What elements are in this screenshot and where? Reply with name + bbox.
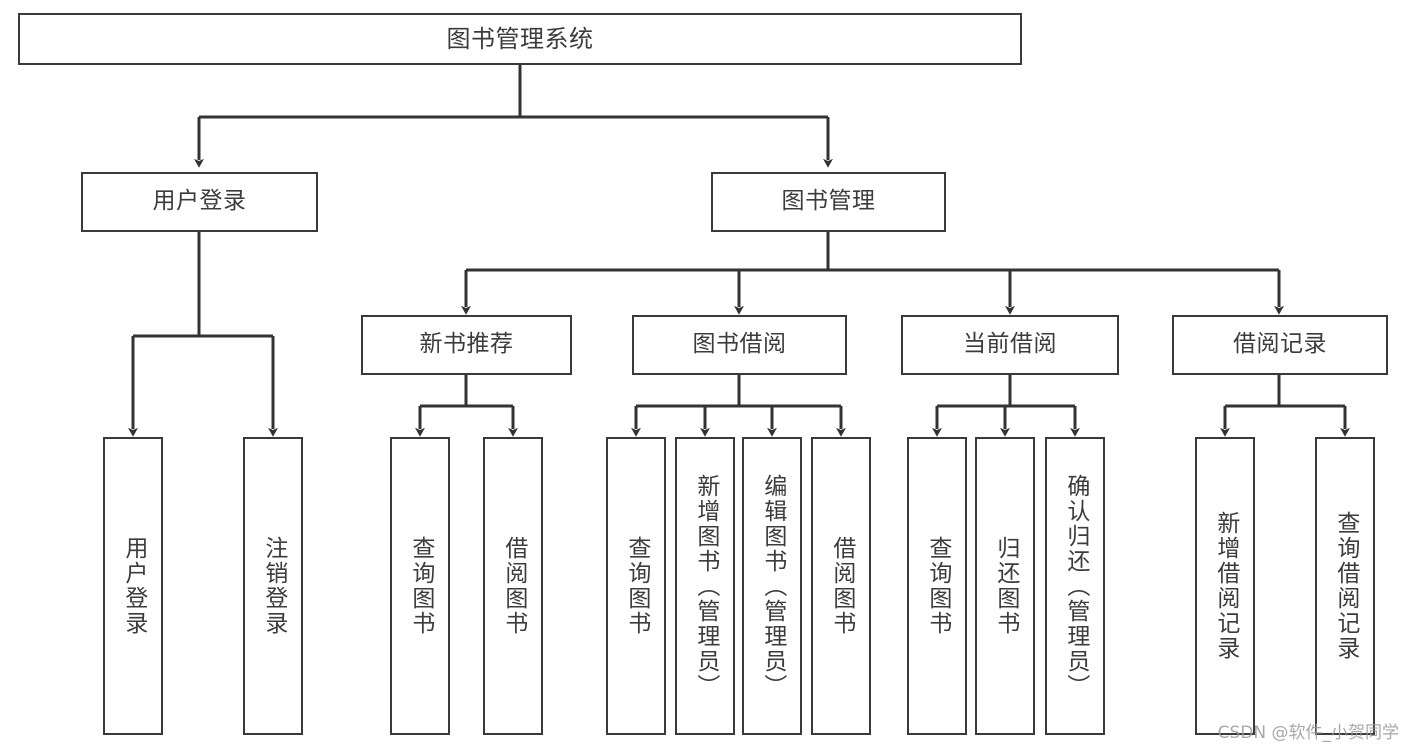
node-label: 查询图书 (623, 536, 650, 636)
node-label: 图书管理系统 (446, 24, 594, 53)
node-label: 借阅图书 (828, 536, 855, 636)
leaf-borrow-record-query[interactable]: 查询借阅记录 (1315, 437, 1375, 735)
node-book-borrow[interactable]: 图书借阅 (632, 315, 847, 375)
leaf-current-borrow-query[interactable]: 查询图书 (907, 437, 967, 735)
leaf-book-borrow-add[interactable]: 新增图书（管理员） (675, 437, 735, 735)
leaf-book-borrow-query[interactable]: 查询图书 (606, 437, 666, 735)
leaf-book-borrow-borrow[interactable]: 借阅图书 (811, 437, 871, 735)
node-label: 借阅图书 (500, 536, 527, 636)
node-label: 用户登录 (152, 188, 247, 215)
node-book-management[interactable]: 图书管理 (711, 172, 946, 232)
leaf-borrow-record-add[interactable]: 新增借阅记录 (1195, 437, 1255, 735)
node-label: 图书管理 (781, 188, 876, 215)
leaf-user-login-logout[interactable]: 注销登录 (243, 437, 303, 735)
node-label: 借阅记录 (1233, 331, 1327, 358)
leaf-user-login-login[interactable]: 用户登录 (103, 437, 163, 735)
node-label: 查询图书 (924, 536, 951, 636)
node-label: 编辑图书（管理员） (759, 473, 786, 699)
node-label: 查询图书 (407, 536, 434, 636)
leaf-book-borrow-edit[interactable]: 编辑图书（管理员） (742, 437, 802, 735)
node-label: 图书借阅 (692, 331, 787, 358)
leaf-current-borrow-return[interactable]: 归还图书 (975, 437, 1035, 735)
node-root-system[interactable]: 图书管理系统 (18, 13, 1022, 65)
leaf-new-book-query[interactable]: 查询图书 (390, 437, 450, 735)
node-label: 归还图书 (992, 536, 1019, 636)
node-user-login[interactable]: 用户登录 (81, 172, 318, 232)
node-borrow-record[interactable]: 借阅记录 (1172, 315, 1388, 375)
node-label: 查询借阅记录 (1332, 511, 1359, 661)
node-label: 注销登录 (260, 536, 287, 636)
node-label: 用户登录 (120, 536, 147, 636)
node-label: 确认归还（管理员） (1062, 473, 1089, 699)
node-label: 新书推荐 (419, 331, 514, 358)
leaf-current-borrow-confirm-return[interactable]: 确认归还（管理员） (1045, 437, 1105, 735)
node-new-book-recommend[interactable]: 新书推荐 (361, 315, 572, 375)
node-label: 新增借阅记录 (1212, 511, 1239, 661)
node-current-borrow[interactable]: 当前借阅 (901, 315, 1119, 375)
node-label: 当前借阅 (963, 331, 1057, 358)
leaf-new-book-borrow[interactable]: 借阅图书 (483, 437, 543, 735)
node-label: 新增图书（管理员） (692, 473, 719, 699)
csdn-watermark: CSDN @软件_小贺同学 (1217, 723, 1399, 743)
